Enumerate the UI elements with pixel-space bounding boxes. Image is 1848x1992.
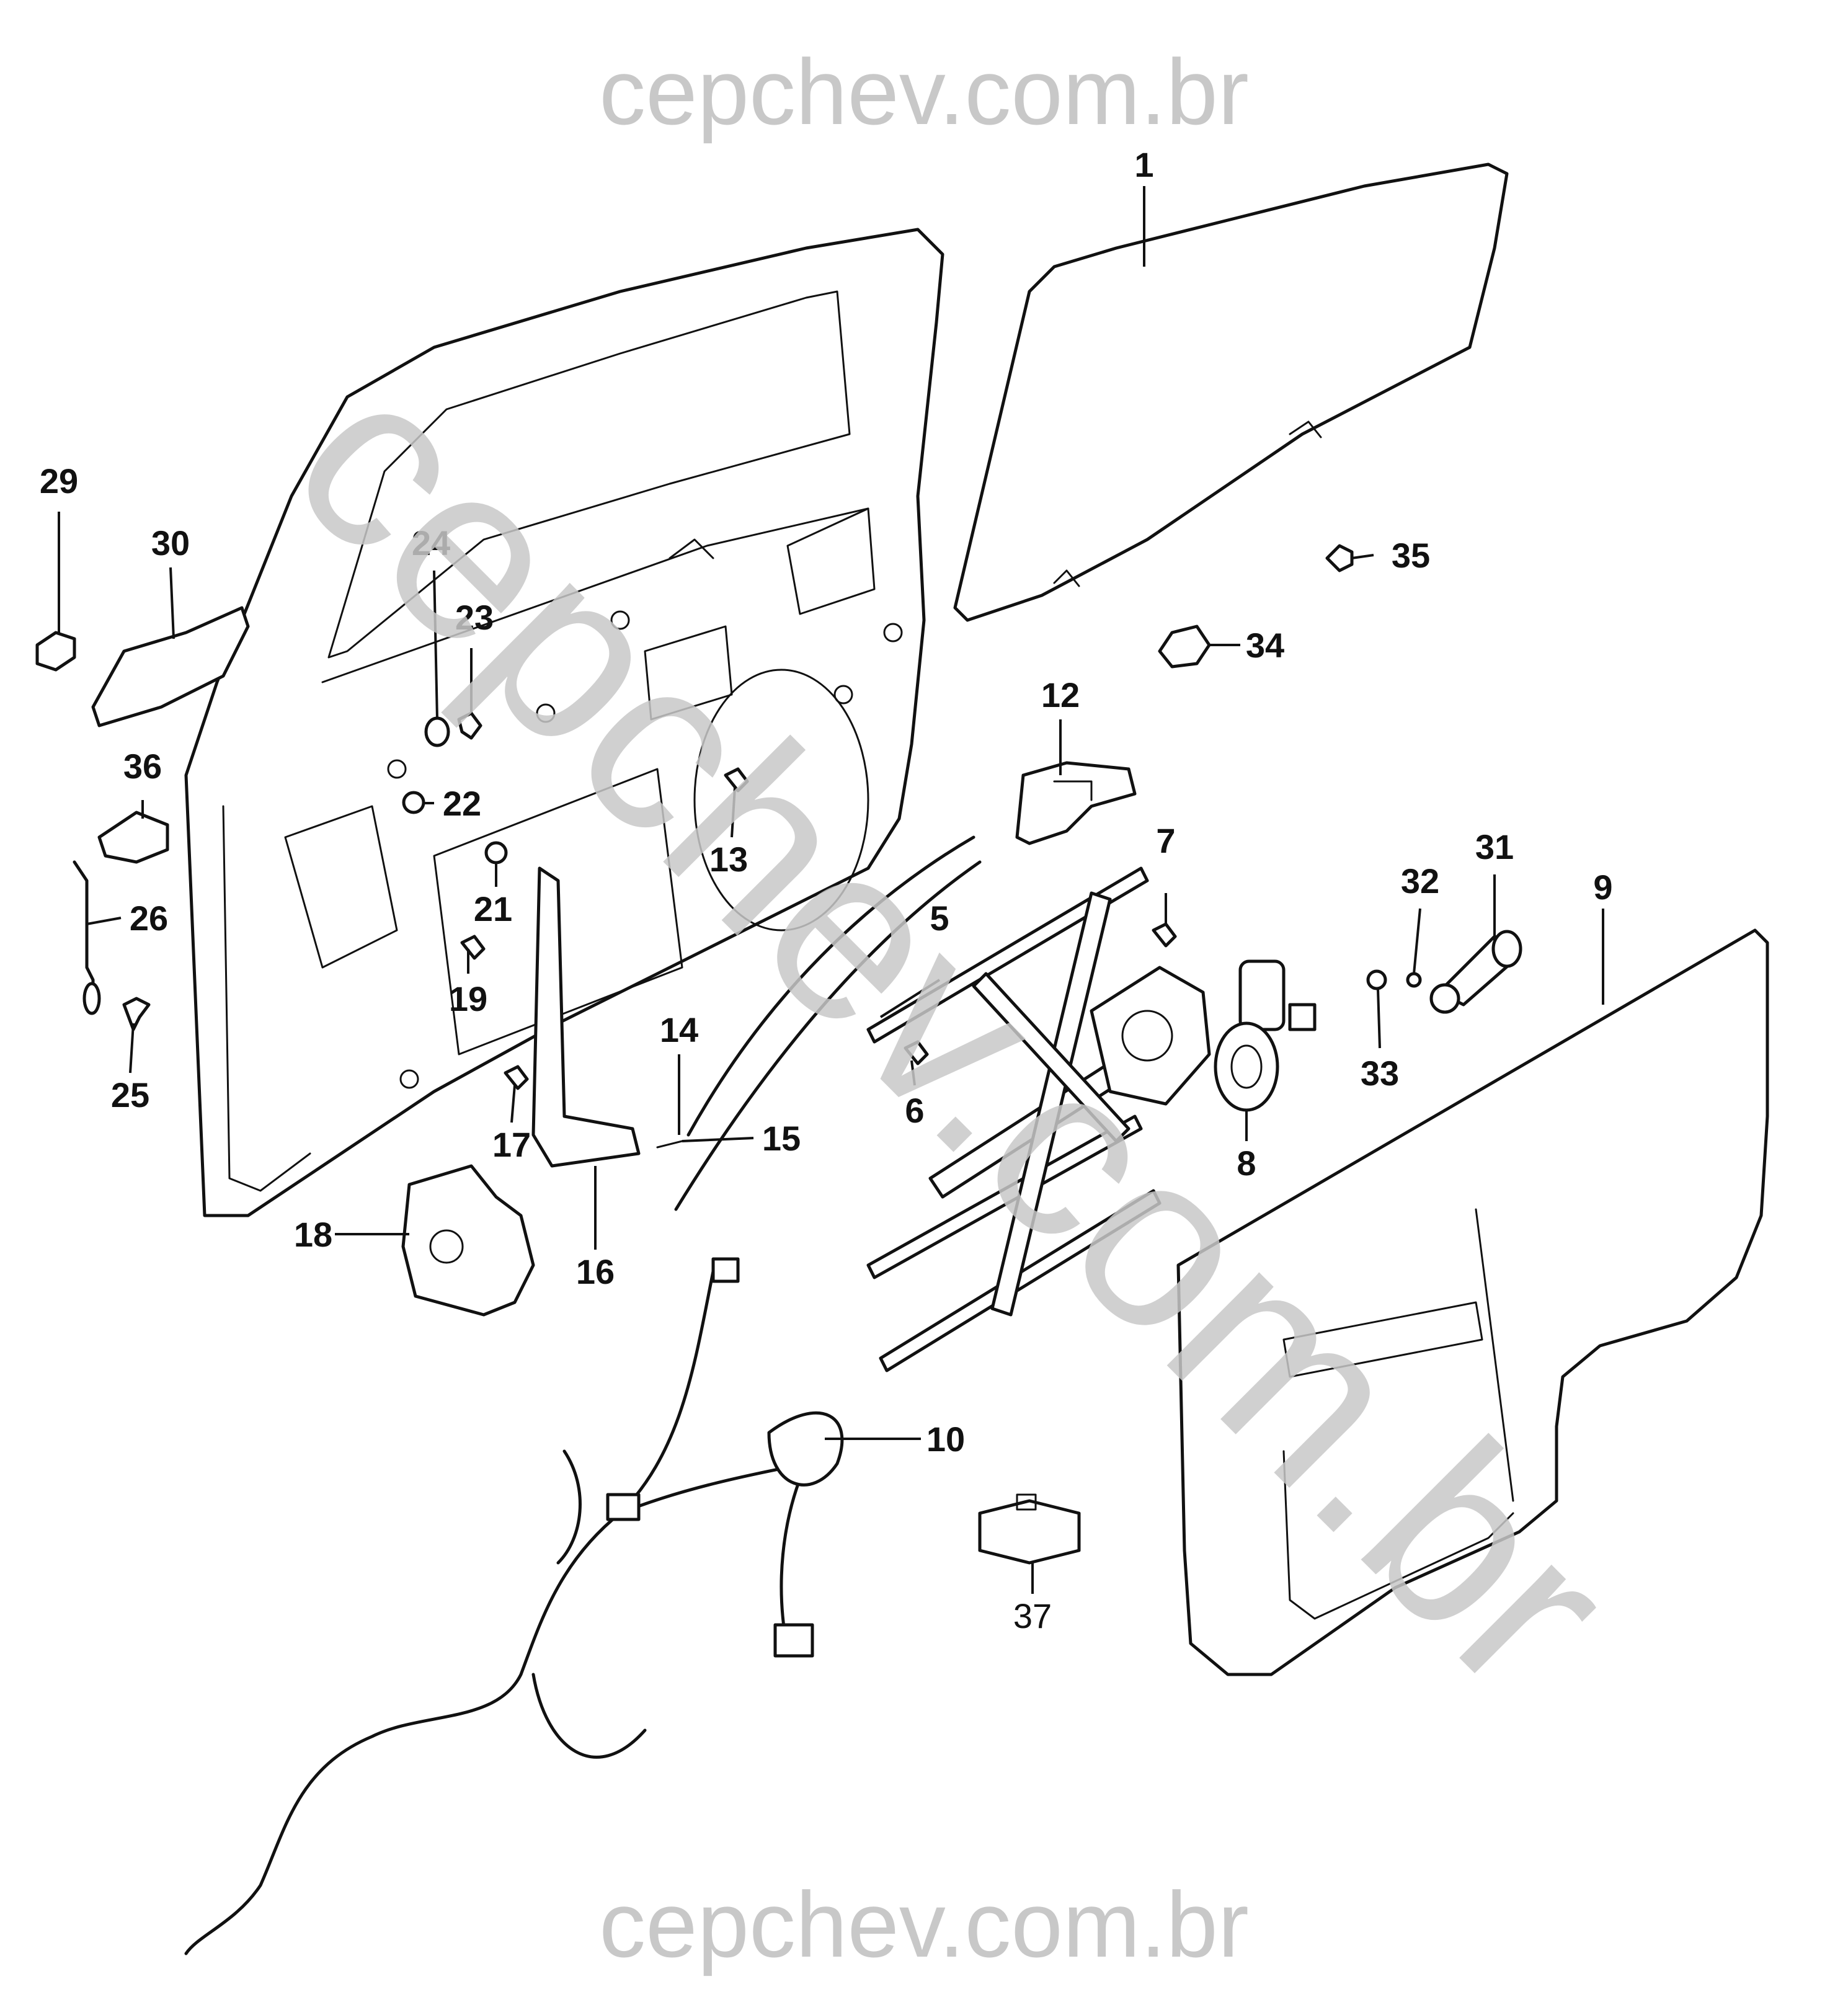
callout-26: 26 <box>130 899 168 938</box>
leader-lines <box>58 186 1604 1594</box>
watermark-bottom: cepchev.com.br <box>599 1872 1249 1976</box>
fasteners <box>402 711 1177 1090</box>
callout-22: 22 <box>443 784 481 823</box>
callout-36: 36 <box>123 747 162 786</box>
watermark-top: cepchev.com.br <box>599 40 1249 144</box>
callout-19: 19 <box>449 979 487 1018</box>
callout-18: 18 <box>294 1215 332 1254</box>
callout-9: 9 <box>1593 868 1612 907</box>
window-motor <box>1214 959 1317 1112</box>
screw-25 <box>122 997 151 1031</box>
clip-34 <box>1158 625 1211 669</box>
callout-10: 10 <box>926 1420 965 1459</box>
clip-35 <box>1325 544 1354 572</box>
callout-14: 14 <box>660 1010 698 1049</box>
callout-8: 8 <box>1237 1144 1256 1183</box>
callout-21: 21 <box>474 889 512 928</box>
inner-door-handle <box>1015 761 1137 845</box>
callout-12: 12 <box>1041 675 1080 714</box>
callout-labels: 1 5 6 7 8 9 10 12 13 14 15 16 17 18 19 2… <box>40 145 1613 1635</box>
door-cables <box>656 835 982 1211</box>
control-module <box>978 1493 1081 1565</box>
callout-6: 6 <box>905 1091 924 1130</box>
window-regulator <box>866 866 1211 1372</box>
callout-24: 24 <box>412 523 450 562</box>
callout-23: 23 <box>455 598 494 637</box>
callout-1: 1 <box>1134 145 1153 184</box>
window-crank-assembly <box>1366 930 1522 1014</box>
door-lock <box>401 1164 535 1317</box>
handle-bracket <box>97 811 169 864</box>
callout-7: 7 <box>1156 821 1175 860</box>
callout-15: 15 <box>762 1119 801 1158</box>
callout-35: 35 <box>1392 536 1430 575</box>
door-glass <box>953 162 1509 622</box>
wiring-harness <box>184 1257 844 1955</box>
callout-29: 29 <box>40 461 78 500</box>
lock-cylinder <box>35 631 76 672</box>
door-inner-panel <box>184 228 944 1217</box>
callout-31: 31 <box>1475 827 1514 866</box>
callout-32: 32 <box>1401 861 1439 900</box>
callout-33: 33 <box>1361 1054 1399 1093</box>
door-trim-panel <box>1176 928 1769 1676</box>
callout-5: 5 <box>930 899 949 938</box>
outer-door-handle <box>91 606 250 727</box>
glass-run-channel <box>531 866 641 1168</box>
callout-34: 34 <box>1246 626 1284 665</box>
callout-17: 17 <box>492 1125 531 1164</box>
lock-rod <box>73 860 101 1015</box>
callout-25: 25 <box>111 1075 149 1114</box>
callout-37: 37 <box>1013 1596 1052 1635</box>
callout-30: 30 <box>151 523 190 562</box>
callout-16: 16 <box>576 1252 615 1291</box>
callout-13: 13 <box>709 840 748 879</box>
